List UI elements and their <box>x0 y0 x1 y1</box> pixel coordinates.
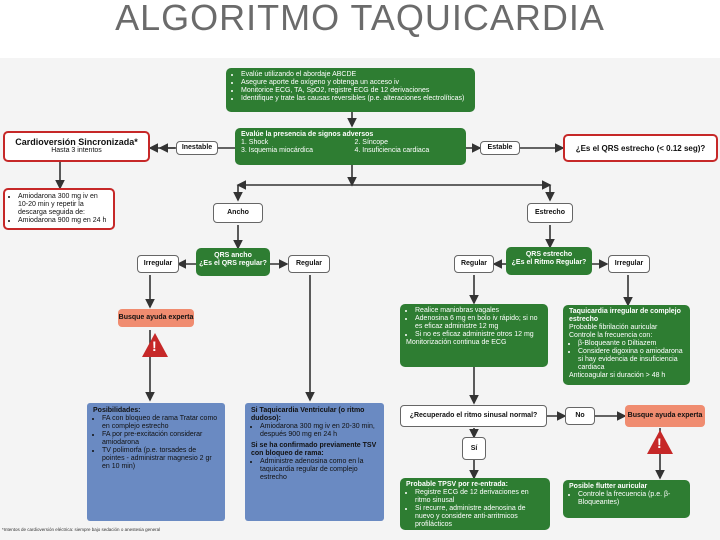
narrow-qrs-box: QRS estrecho ¿Es el Ritmo Regular? <box>506 247 592 275</box>
wide-qrs-title: QRS ancho <box>214 252 252 259</box>
adverse-sign: 2. Síncope <box>354 139 388 146</box>
irregular-narrow-line: Probable fibrilación auricular <box>569 324 658 331</box>
label-estable: Estable <box>480 141 520 155</box>
warning-icon: ! <box>142 333 168 357</box>
sinus-rhythm-question: ¿Recuperado el ritmo sinusal normal? <box>400 405 547 427</box>
footnote: *Intentos de cardioversión eléctrica: si… <box>2 527 161 532</box>
adverse-signs-box: Evalúe la presencia de signos adversos 1… <box>235 128 466 165</box>
psvt-item: Registre ECG de 12 derivaciones en ritmo… <box>415 489 544 505</box>
label-regular-right: Regular <box>454 255 494 273</box>
wide-qrs-box: QRS ancho ¿Es el QRS regular? <box>196 248 270 276</box>
warning-icon: ! <box>647 430 673 454</box>
svt-bbb-item: Administre adenosina como en la taquicar… <box>260 458 378 482</box>
amiodarone-box: Amiodarona 300 mg iv en 10-20 min y repe… <box>3 188 115 230</box>
psvt-heading: Probable TPSV por re-entrada: <box>406 481 508 488</box>
psvt-box: Probable TPSV por re-entrada: Registre E… <box>400 478 550 530</box>
cardioversion-title: Cardioversión Sincronizada* <box>15 137 138 147</box>
label-inestable: Inestable <box>176 141 218 155</box>
narrow-qrs-question: ¿Es el Ritmo Regular? <box>511 259 587 266</box>
irregular-narrow-heading: Taquicardia irregular de complejo estrec… <box>569 308 681 323</box>
assessment-item: Monitorice ECG, TA, SpO2, registre ECG d… <box>241 87 469 95</box>
anticoagulation-note: Anticoagular si duración > 48 h <box>569 372 666 379</box>
adverse-sign: 3. Isquemia miocárdica <box>241 147 313 154</box>
possibilities-heading: Posibilidades: <box>93 407 141 414</box>
svt-bbb-heading: Si se ha confirmado previamente TSV con … <box>251 442 377 457</box>
label-si: Sí <box>462 437 486 460</box>
expert-help-left: Busque ayuda experta <box>118 309 194 327</box>
psvt-item: Si recurre, administre adenosina de nuev… <box>415 505 544 529</box>
expert-help-right: Busque ayuda experta <box>625 405 705 427</box>
vagal-item: Adenosina 6 mg en bolo iv rápido; si no … <box>415 315 542 331</box>
irregular-narrow-line: Controle la frecuencia con: <box>569 332 653 339</box>
label-estrecho: Estrecho <box>527 203 573 223</box>
rate-control-item: β-Bloqueante o Diltiazem <box>578 340 684 348</box>
wide-qrs-question: ¿Es el QRS regular? <box>199 260 267 267</box>
possibilities-box: Posibilidades: FA con bloqueo de rama Tr… <box>87 403 225 521</box>
assessment-item: Identifique y trate las causas reversibl… <box>241 95 469 103</box>
cardioversion-box: Cardioversión Sincronizada* Hasta 3 inte… <box>3 131 150 162</box>
narrow-qrs-title: QRS estrecho <box>525 251 573 258</box>
possibility-item: TV polimorfa (p.e. torsades de pointes -… <box>102 447 219 471</box>
adverse-sign: 1. Shock <box>241 139 269 146</box>
vt-heading: Si Taquicardia Ventricular (o ritmo dudo… <box>251 407 365 422</box>
adverse-sign: 4. Insuficiencia cardiaca <box>354 147 430 154</box>
qrs-width-question: ¿Es el QRS estrecho (< 0.12 seg)? <box>563 134 718 162</box>
vagal-monitor: Monitorización continua de ECG <box>406 339 507 346</box>
label-irregular-left: Irregular <box>137 255 179 273</box>
label-no: No <box>565 407 595 425</box>
cardioversion-subtitle: Hasta 3 intentos <box>51 147 102 154</box>
flutter-heading: Posible flutter auricular <box>569 483 648 490</box>
assessment-item: Evalúe utilizando el abordaje ABCDE <box>241 71 469 79</box>
label-irregular-right: Irregular <box>608 255 650 273</box>
possibility-item: FA con bloqueo de rama Tratar como en co… <box>102 415 219 431</box>
possibility-item: FA por pre-excitación considerar amiodar… <box>102 431 219 447</box>
vt-item: Amiodarona 300 mg iv en 20-30 min, despu… <box>260 423 378 439</box>
rate-control-item: Considere digoxina o amiodarona si hay e… <box>578 348 684 372</box>
vagal-item: Si no es eficaz administre otros 12 mg <box>415 331 542 339</box>
adverse-signs-heading: Evalúe la presencia de signos adversos <box>241 131 374 138</box>
initial-assessment-box: Evalúe utilizando el abordaje ABCDE Aseg… <box>226 68 475 112</box>
flutter-box: Posible flutter auricular Controle la fr… <box>563 480 690 518</box>
vagal-adenosine-box: Realice maniobras vagales Adenosina 6 mg… <box>400 304 548 367</box>
label-ancho: Ancho <box>213 203 263 223</box>
flutter-item: Controle la frecuencia (p.e. β-Bloqueant… <box>578 491 684 507</box>
amiodarone-item: Amiodarona 300 mg iv en 10-20 min y repe… <box>18 193 109 217</box>
page-title: ALGORITMO TAQUICARDIA <box>115 0 605 38</box>
label-regular-left: Regular <box>288 255 330 273</box>
assessment-item: Asegure aporte de oxígeno y obtenga un a… <box>241 79 469 87</box>
ventricular-tachycardia-box: Si Taquicardia Ventricular (o ritmo dudo… <box>245 403 384 521</box>
amiodarone-item: Amiodarona 900 mg en 24 h <box>18 217 109 225</box>
irregular-narrow-box: Taquicardia irregular de complejo estrec… <box>563 305 690 385</box>
vagal-item: Realice maniobras vagales <box>415 307 542 315</box>
